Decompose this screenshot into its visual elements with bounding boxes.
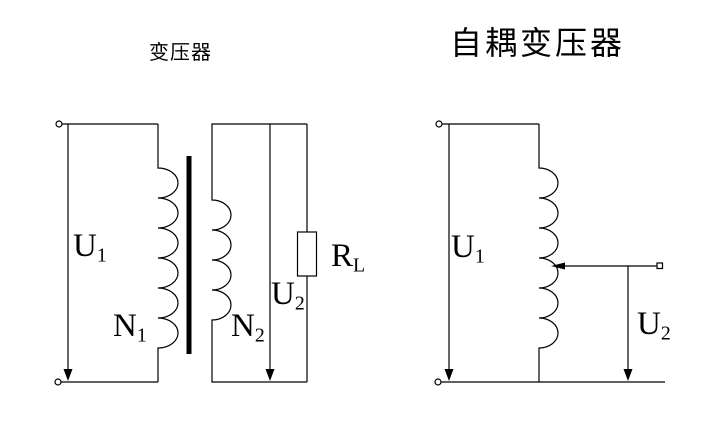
label-primary-voltage: U1 xyxy=(73,230,107,266)
label-output-voltage-subscript: 2 xyxy=(660,322,671,345)
label-secondary-voltage-symbol: U xyxy=(271,276,295,312)
tap-arrowhead-icon xyxy=(551,262,565,270)
label-primary-turns: N1 xyxy=(113,310,147,346)
label-load-resistor-symbol: R xyxy=(331,238,354,274)
left-u2-arrowhead-icon xyxy=(265,369,275,381)
label-output-voltage: U2 xyxy=(637,308,671,344)
secondary-coil-loop xyxy=(211,123,307,383)
label-primary-turns-symbol: N xyxy=(113,308,137,344)
label-secondary-turns: N2 xyxy=(231,310,265,346)
right-u2-arrowhead-icon xyxy=(623,369,633,381)
core-bar xyxy=(186,156,192,354)
label-secondary-voltage-subscript: 2 xyxy=(294,292,305,315)
left-top-terminal-icon xyxy=(55,120,63,128)
label-output-voltage-symbol: U xyxy=(637,306,661,342)
label-secondary-voltage: U2 xyxy=(271,278,305,314)
label-secondary-turns-subscript: 2 xyxy=(254,324,265,347)
left-bottom-terminal-icon xyxy=(54,378,62,386)
right-top-terminal-icon xyxy=(435,120,443,128)
label-primary-voltage-subscript: 1 xyxy=(96,244,107,267)
label-input-voltage-symbol: U xyxy=(451,229,475,265)
primary-coil xyxy=(157,124,179,382)
left-diagram-title: 变压器 xyxy=(149,42,212,64)
label-primary-turns-subscript: 1 xyxy=(136,324,147,347)
tap-terminal-icon xyxy=(656,262,664,270)
label-primary-voltage-symbol: U xyxy=(73,228,97,264)
load-resistor-symbol xyxy=(296,231,318,277)
left-u1-arrowhead-icon xyxy=(63,369,73,381)
auto-coil xyxy=(538,124,559,382)
label-input-voltage: U1 xyxy=(451,231,485,267)
right-diagram-title: 自耦变压器 xyxy=(450,25,626,61)
label-load-resistor: RL xyxy=(331,240,365,276)
label-load-resistor-subscript: L xyxy=(353,254,366,277)
right-bottom-terminal-icon xyxy=(434,378,442,386)
label-input-voltage-subscript: 1 xyxy=(474,245,485,268)
label-secondary-turns-symbol: N xyxy=(231,308,255,344)
right-u1-arrowhead-icon xyxy=(444,369,454,381)
